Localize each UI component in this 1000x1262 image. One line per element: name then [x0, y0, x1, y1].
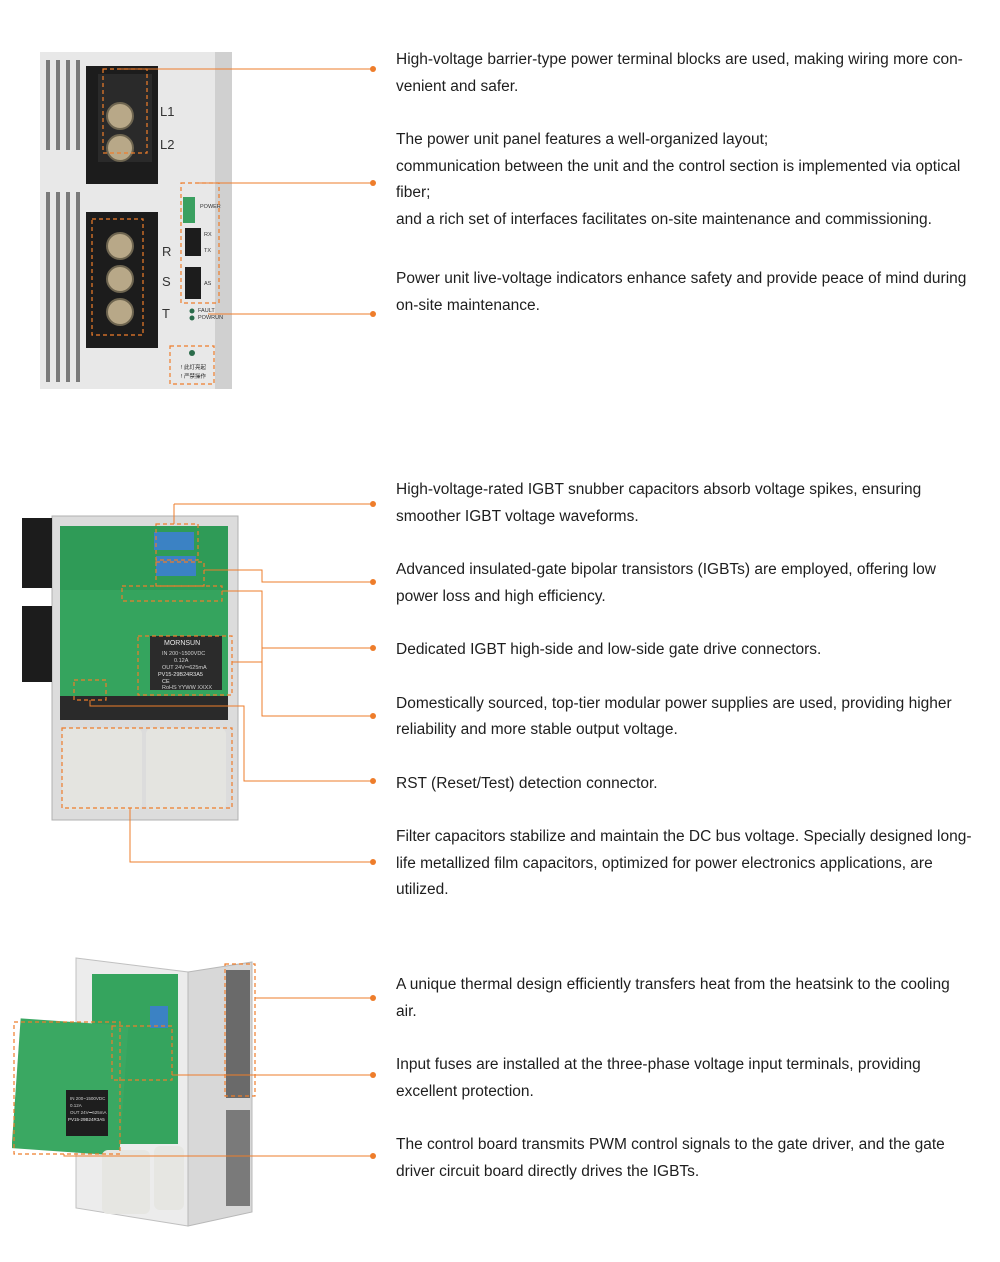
power-unit-internal-photo: MORNSUN IN 200~1500VDC 0.12A OUT 24V⎓625… [22, 510, 240, 826]
label-l1: L1 [160, 104, 175, 119]
module3-line3: OUT 24V⎓625mA [70, 1110, 107, 1115]
label-powrun: POWRUN [198, 315, 224, 321]
module3-line2: 0.12A [70, 1103, 82, 1108]
label-fault: FAULT [198, 308, 215, 314]
label-r: R [162, 244, 172, 259]
label-tx: TX [204, 248, 212, 254]
module-line1: IN 200~1500VDC [162, 651, 206, 657]
label-s: S [162, 274, 171, 289]
power-unit-panel-photo: L1 L2 R S T POWER RX TX AS FAULT POWRUN … [40, 52, 232, 389]
module-model: PV15-29B24R3A5 [158, 672, 203, 678]
module-rohs: RoHS YYWW XXXX [162, 685, 213, 691]
desc-input-fuses: Input fuses are installed at the three-p… [396, 1056, 921, 1100]
desc-interfaces: and a rich set of interfaces facilitates… [396, 210, 932, 228]
module-line2: 0.12A [174, 658, 189, 664]
desc-control-board: The control board transmits PWM control … [396, 1136, 945, 1180]
section1-descriptions: High-voltage barrier-type power terminal… [396, 47, 974, 319]
module-brand: MORNSUN [164, 640, 201, 647]
desc-panel-layout: The power unit panel features a well-org… [396, 131, 769, 148]
desc-gate-drive-connectors: Dedicated IGBT high-side and low-side ga… [396, 641, 822, 658]
section-terminal-panel: L1 L2 R S T POWER RX TX AS FAULT POWRUN … [0, 0, 1000, 400]
desc-igbt: Advanced insulated-gate bipolar transist… [396, 561, 936, 605]
label-warning-1: ! 此灯亮起 [181, 365, 207, 371]
section-internal-board: MORNSUN IN 200~1500VDC 0.12A OUT 24V⎓625… [0, 470, 1000, 910]
section-thermal-design: IN 200~1500VDC 0.12A OUT 24V⎓625mA PV15-… [0, 940, 1000, 1240]
module3-line1: IN 200~1500VDC [70, 1096, 106, 1101]
desc-rst-connector: RST (Reset/Test) detection connector. [396, 774, 658, 792]
module-line3: OUT 24V⎓625mA [162, 665, 207, 671]
desc-thermal-design: A unique thermal design efficiently tran… [396, 976, 950, 1020]
board-illustration [22, 515, 239, 821]
desc-modular-power-supplies: Domestically sourced, top-tier modular p… [396, 694, 952, 739]
unit-3d-illustration [12, 957, 253, 1227]
desc-snubber-capacitors: High-voltage-rated IGBT snubber capacito… [396, 481, 922, 525]
label-as: AS [204, 281, 212, 287]
label-l2: L2 [160, 137, 175, 152]
label-t: T [162, 306, 170, 321]
label-warning-2: ! 严禁操作 [181, 374, 207, 380]
desc-live-voltage-indicators: Power unit live-voltage indicators enhan… [396, 270, 967, 314]
panel-illustration [40, 52, 232, 389]
label-power: POWER [200, 204, 221, 210]
label-rx: RX [204, 232, 212, 238]
desc-filter-capacitors: Filter capacitors stabilize and maintain… [396, 828, 972, 898]
section2-descriptions: High-voltage-rated IGBT snubber capacito… [396, 477, 974, 904]
desc-terminal-blocks: High-voltage barrier-type power terminal… [396, 51, 963, 95]
section3-descriptions: A unique thermal design efficiently tran… [396, 972, 974, 1185]
power-unit-3d-photo: IN 200~1500VDC 0.12A OUT 24V⎓625mA PV15-… [12, 950, 258, 1230]
desc-optical-fiber: communication between the unit and the c… [396, 157, 961, 202]
module3-model: PV15-29B24R3A5 [68, 1117, 105, 1122]
